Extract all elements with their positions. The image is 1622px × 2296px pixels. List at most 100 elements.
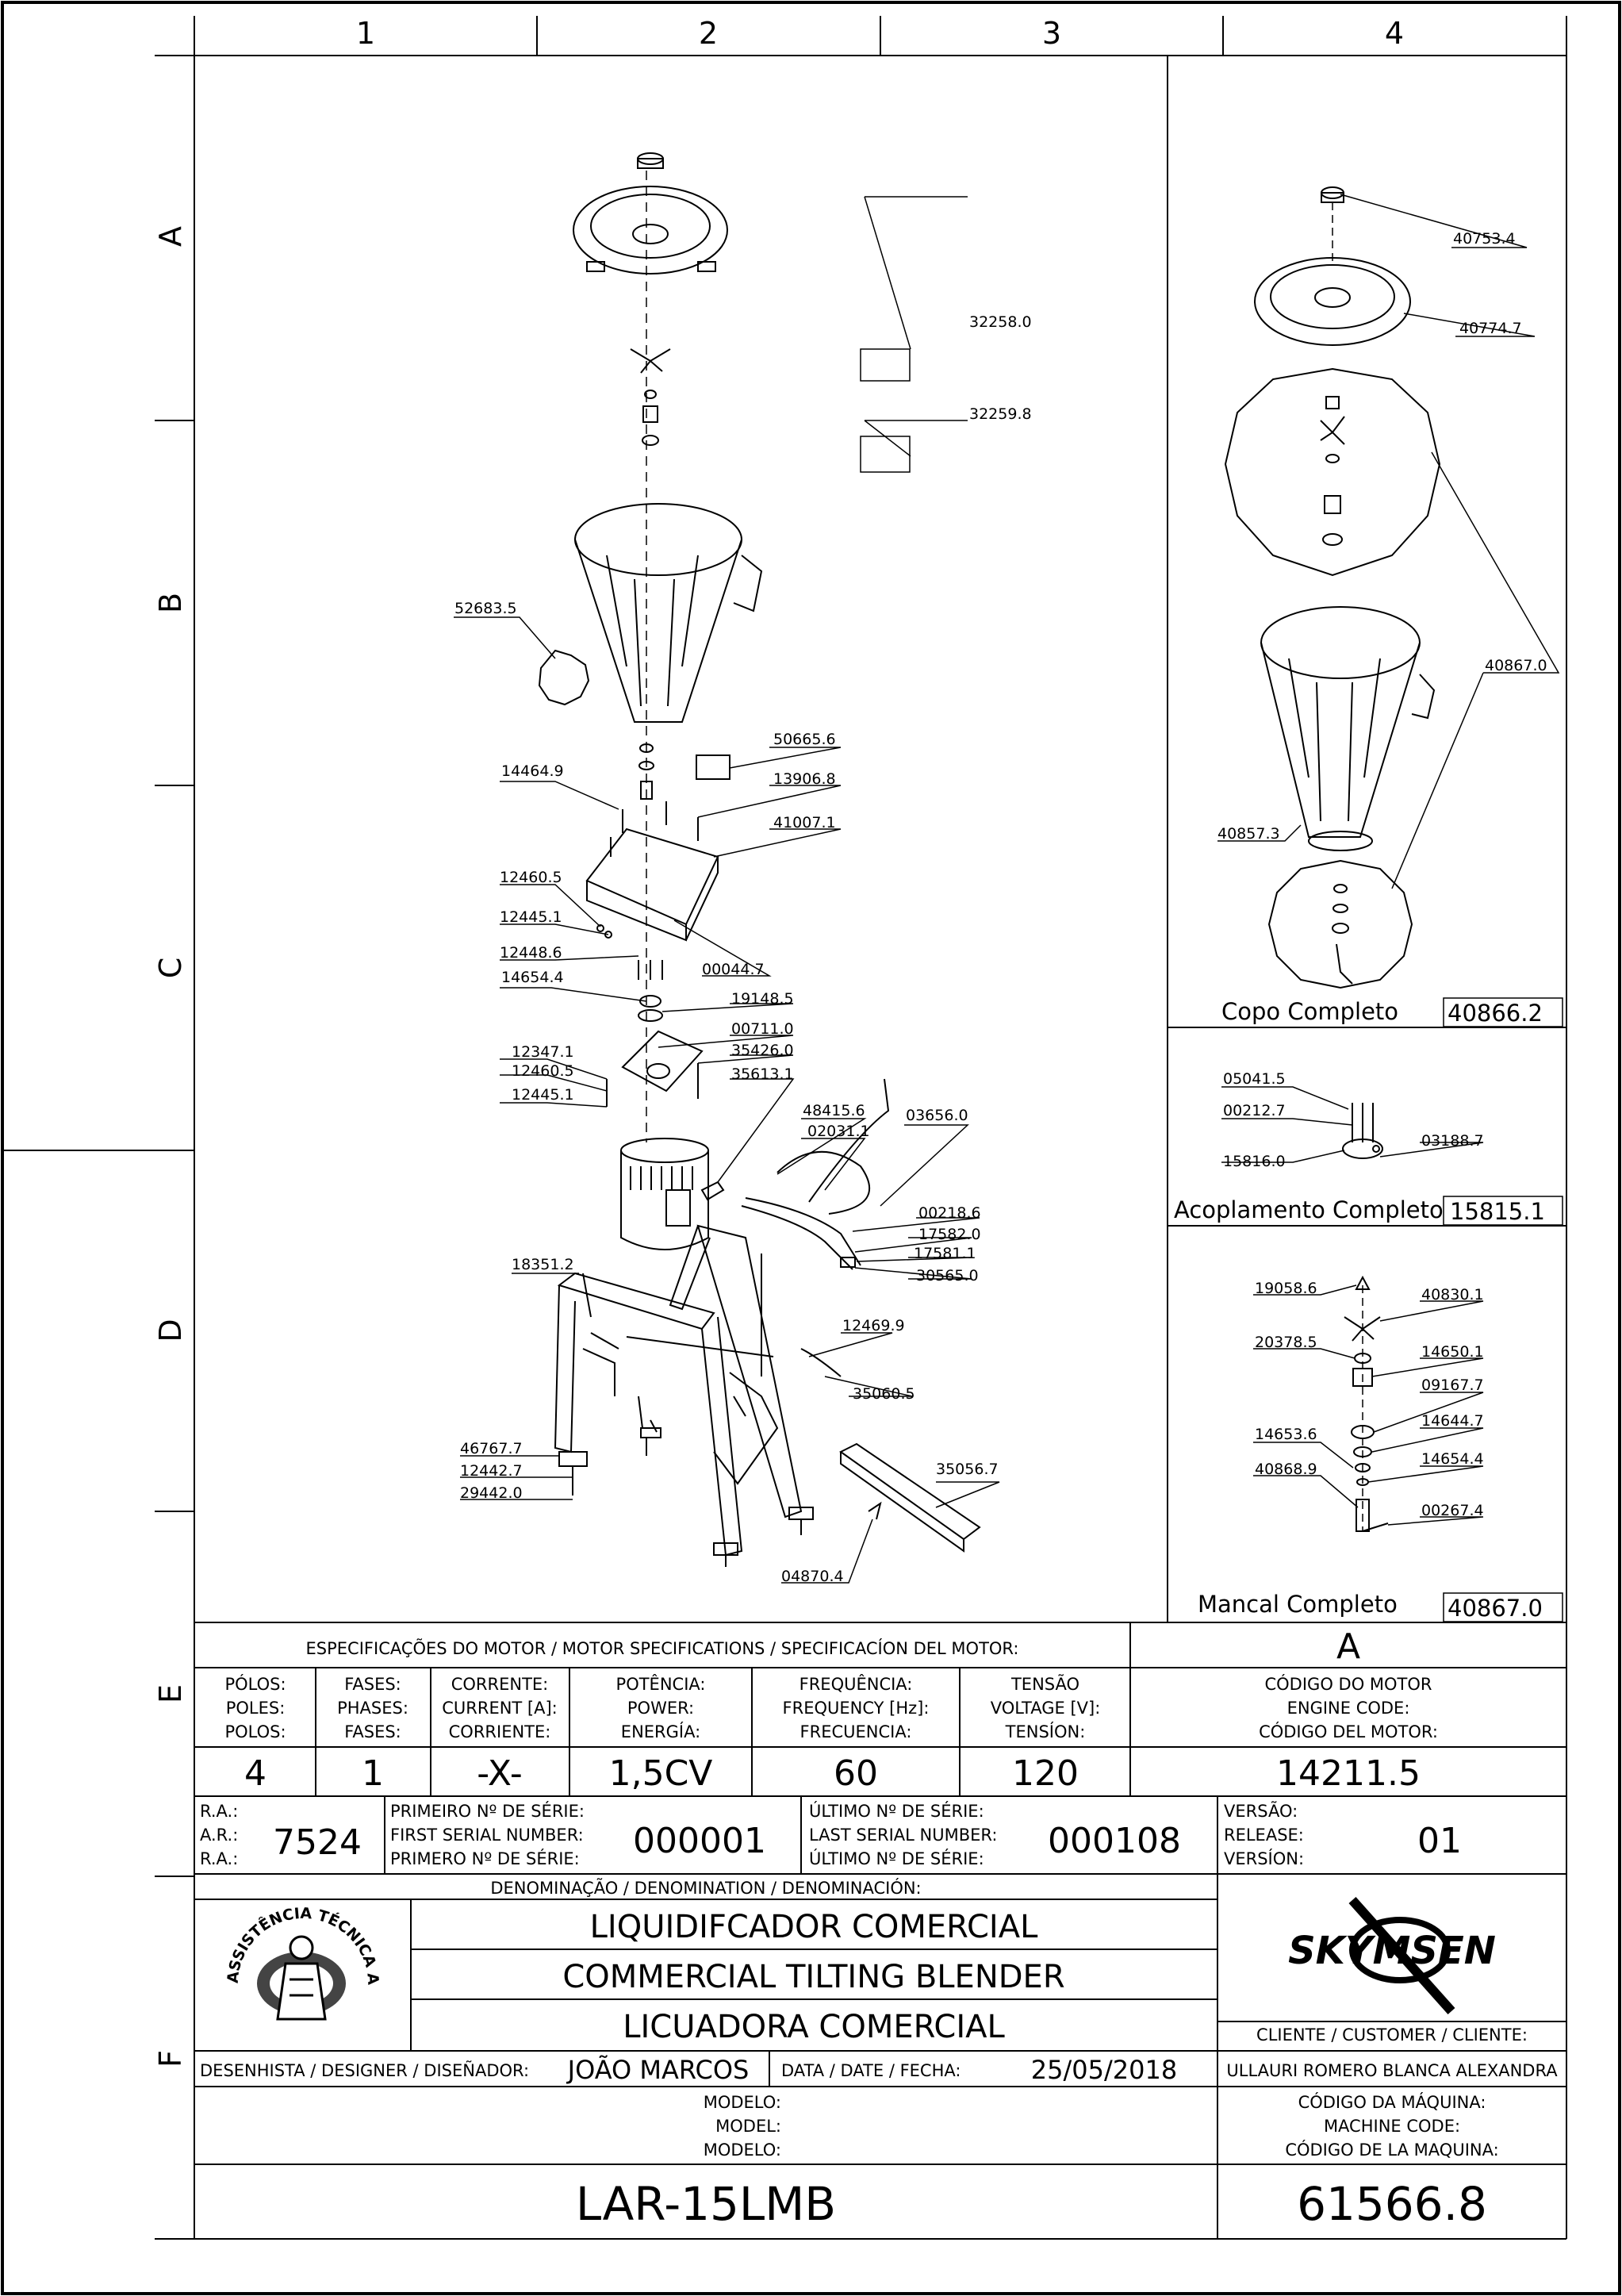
part-number: 40857.3 [1217, 825, 1280, 843]
authorized-service-seal: ASSISTÊNCIA TÉCNICA AUTORIZADA [0, 0, 382, 2021]
voltage-label: TENSÃO [1010, 1673, 1079, 1694]
frequency-label: FREQUENCY [Hz]: [783, 1699, 930, 1718]
last-serial-label: ÚLTIMO Nº DE SÉRIE: [809, 1849, 984, 1868]
phases-label: PHASES: [337, 1699, 408, 1718]
machine-code-label: MACHINE CODE: [1324, 2117, 1460, 2136]
part-number: 32259.8 [969, 405, 1032, 423]
row-label: E [153, 1684, 188, 1703]
model-block: MODELO: MODEL: MODELO: LAR-15LMB [576, 2093, 836, 2231]
power-value: 1,5CV [609, 1753, 713, 1794]
denomination-line: LICUADORA COMERCIAL [623, 2009, 1005, 2045]
part-number: 12460.5 [500, 869, 562, 886]
acoplamento-labels: 05041.5 00212.7 03188.7 15816.0 Acoplame… [1174, 1070, 1563, 1226]
part-number: 12442.7 [460, 1462, 523, 1480]
part-number: 04870.4 [781, 1568, 844, 1585]
row-label: F [153, 2050, 188, 2068]
part-number: 40867.0 [1485, 657, 1547, 674]
copo-leaders [1217, 194, 1560, 889]
voltage-value: 120 [1012, 1753, 1079, 1794]
motor-specs-title: ESPECIFICAÇÕES DO MOTOR / MOTOR SPECIFIC… [306, 1638, 1019, 1658]
column-label: 2 [699, 16, 718, 51]
acoplamento-code: 15815.1 [1450, 1198, 1545, 1225]
version-value: 01 [1417, 1821, 1462, 1861]
machine-code-block: CÓDIGO DA MÁQUINA: MACHINE CODE: CÓDIGO … [1285, 2092, 1498, 2231]
skymsen-logo: SKYMSEN [1288, 1897, 1496, 2014]
denomination-line: COMMERCIAL TILTING BLENDER [562, 1959, 1064, 1995]
mancal-leaders [1253, 1284, 1484, 1526]
part-number: 30565.0 [916, 1267, 979, 1284]
leader-lines [454, 196, 1000, 1584]
part-number: 12460.5 [512, 1062, 574, 1080]
part-number: 14654.4 [1421, 1450, 1484, 1468]
ra-label: R.A.: [200, 1849, 238, 1868]
ra-label: A.R.: [200, 1826, 238, 1845]
subassembly-panels [194, 56, 1566, 1623]
poles-label: POLOS: [224, 1722, 286, 1741]
part-number: 17581.1 [914, 1245, 976, 1262]
part-number: 14464.9 [501, 762, 564, 780]
part-number: 13906.8 [773, 770, 836, 788]
client-name: ULLAURI ROMERO BLANCA ALEXANDRA [1226, 2061, 1558, 2080]
model-label: MODEL: [715, 2117, 781, 2136]
part-number: 09167.7 [1421, 1376, 1484, 1394]
part-number: 35613.1 [731, 1065, 794, 1083]
mancal-title: Mancal Completo [1198, 1591, 1398, 1618]
designer-name: JOÃO MARCOS [566, 2055, 750, 2085]
power-label: POWER: [627, 1699, 694, 1718]
part-number: 00267.4 [1421, 1502, 1484, 1519]
part-number: 19058.6 [1255, 1280, 1317, 1297]
model-label: MODELO: [704, 2093, 781, 2112]
part-number: 46767.7 [460, 1440, 523, 1457]
title-block-grid [194, 1622, 1566, 2239]
part-number: 35060.5 [853, 1385, 915, 1403]
mancal-code: 40867.0 [1448, 1595, 1543, 1622]
part-number: 17582.0 [918, 1226, 981, 1243]
part-number: 40753.4 [1453, 230, 1516, 248]
part-number: 12445.1 [512, 1086, 574, 1104]
acoplamento-leaders [1221, 1086, 1484, 1163]
part-number: 48415.6 [803, 1102, 865, 1119]
copo-labels: 40753.4 40774.7 40867.0 40857.3 Copo Com… [1217, 230, 1563, 1027]
copo-code-box [1443, 997, 1563, 1027]
first-serial-label: PRIMEIRO Nº DE SÉRIE: [390, 1801, 585, 1821]
part-number: 12448.6 [500, 944, 562, 962]
copo-title: Copo Completo [1221, 998, 1398, 1025]
ra-value: 7524 [273, 1822, 362, 1863]
motor-code-label: CÓDIGO DO MOTOR [1264, 1674, 1432, 1694]
current-value: -X- [477, 1753, 523, 1794]
row-label: A [153, 226, 188, 247]
part-number: 15816.0 [1223, 1153, 1286, 1170]
acoplamento-code-box [1443, 1196, 1563, 1226]
part-number: 14644.7 [1421, 1412, 1484, 1430]
seal-text: ASSISTÊNCIA TÉCNICA AUTORIZADA [0, 0, 382, 1986]
motor-spec-values: 4 1 -X- 1,5CV 60 120 14211.5 [244, 1753, 1421, 1794]
motor-code-label: CÓDIGO DEL MOTOR: [1259, 1722, 1438, 1741]
voltage-label: VOLTAGE [V]: [991, 1699, 1101, 1718]
client-label: CLIENTE / CUSTOMER / CLIENTE: [1256, 2025, 1528, 2045]
current-label: CURRENT [A]: [442, 1699, 558, 1718]
brand-name: SKYMSEN [1288, 1929, 1496, 1973]
model-label: MODELO: [704, 2141, 781, 2160]
acoplamento-drawing [1342, 1103, 1383, 1159]
ra-label: R.A.: [200, 1802, 238, 1821]
phases-value: 1 [362, 1753, 384, 1794]
part-number: 40774.7 [1459, 320, 1522, 337]
phases-label: FASES: [344, 1675, 401, 1694]
current-label: CORRIENTE: [449, 1722, 551, 1741]
last-serial-label: LAST SERIAL NUMBER: [809, 1826, 997, 1845]
poles-value: 4 [244, 1753, 266, 1794]
part-number: 00711.0 [731, 1020, 794, 1038]
frequency-label: FRECUENCIA: [800, 1722, 912, 1741]
part-number: 14654.4 [501, 969, 564, 986]
row-label: D [153, 1319, 188, 1342]
part-number: 02031.1 [807, 1123, 870, 1140]
column-label: 3 [1042, 16, 1061, 51]
power-label: POTÊNCIA: [616, 1674, 706, 1694]
part-labels-main: 32258.0 32259.8 52683.5 50665.6 14464.9 … [454, 313, 1032, 1585]
version-label: VERSÍON: [1224, 1849, 1304, 1868]
part-number: 14650.1 [1421, 1343, 1484, 1361]
copo-code: 40866.2 [1448, 1000, 1543, 1027]
machine-code-value: 61566.8 [1297, 2177, 1487, 2231]
machine-code-label: CÓDIGO DA MÁQUINA: [1298, 2092, 1486, 2112]
